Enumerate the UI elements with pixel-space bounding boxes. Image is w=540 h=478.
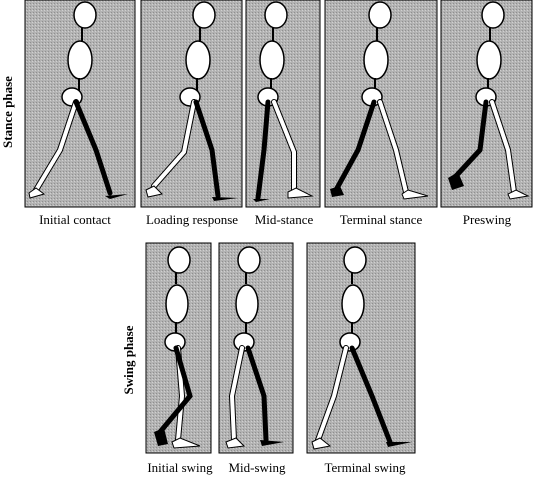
stance-frame-initial-contact: Initial contact [24, 0, 136, 227]
swing-frame-label: Terminal swing [324, 460, 406, 475]
stance-frame-mid-stance: Mid-stance [245, 0, 321, 227]
skeleton-figure [28, 1, 128, 199]
stance-phase-title: Stance phase [0, 76, 15, 148]
swing-frame-label: Mid-swing [228, 460, 286, 475]
stance-frame-preswing: Preswing [440, 0, 533, 227]
skeleton-figure [225, 246, 284, 449]
stance-frame-label: Mid-stance [255, 212, 314, 227]
skeleton-figure [330, 1, 429, 200]
swing-frame-mid-swing: Mid-swing [218, 242, 294, 475]
stance-frame-label: Terminal stance [340, 212, 423, 227]
swing-phase-title: Swing phase [121, 325, 136, 394]
frame-panel [245, 0, 321, 208]
stance-frame-label: Loading response [146, 212, 238, 227]
swing-frame-initial-swing: Initial swing [145, 242, 213, 475]
stance-frame-terminal-stance: Terminal stance [324, 0, 438, 227]
skeleton-figure [154, 246, 201, 449]
stance-frame-label: Preswing [463, 212, 512, 227]
skeleton-figure [448, 1, 530, 200]
swing-frame-label: Initial swing [147, 460, 213, 475]
stance-frame-label: Initial contact [39, 212, 111, 227]
skeleton-figure [253, 1, 314, 202]
frame-panel [218, 242, 294, 454]
swing-frame-terminal-swing: Terminal swing [306, 242, 416, 475]
stance-frame-loading-response: Loading response [140, 0, 243, 227]
skeleton-figure [145, 1, 238, 201]
skeleton-figure [311, 246, 412, 450]
